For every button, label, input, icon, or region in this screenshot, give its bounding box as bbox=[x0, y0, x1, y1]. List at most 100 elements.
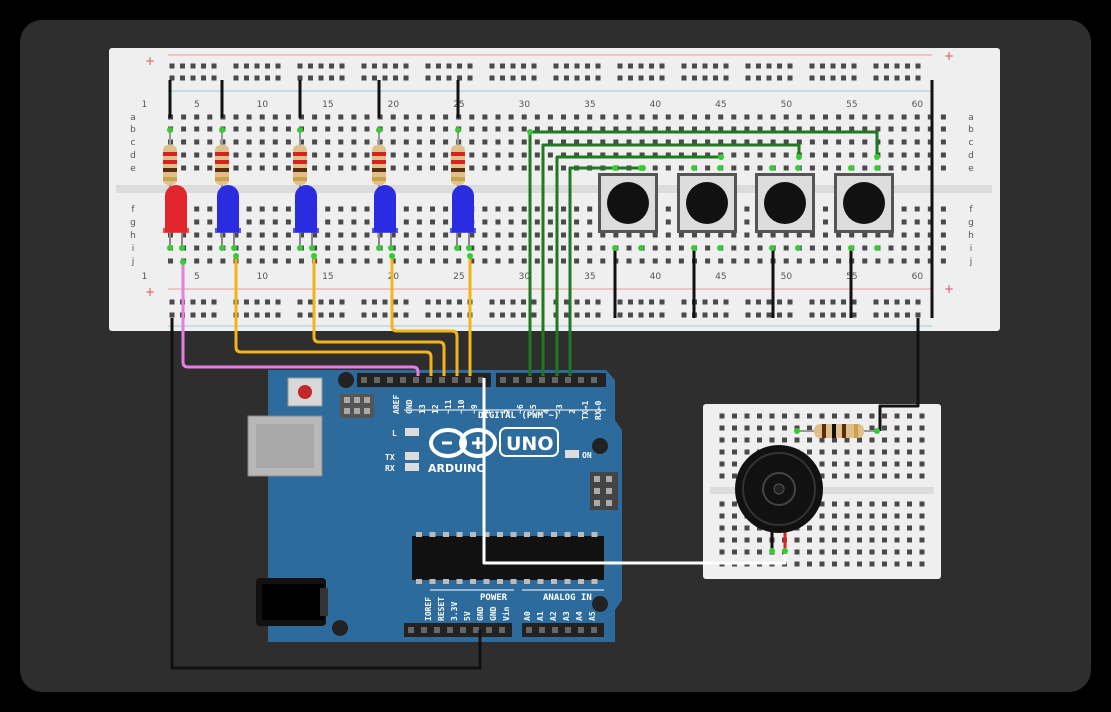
wire-black-buzzer-gnd[interactable] bbox=[878, 318, 920, 431]
rail-hole[interactable] bbox=[244, 312, 249, 318]
breadboard-hole[interactable] bbox=[744, 549, 750, 555]
breadboard-hole[interactable] bbox=[547, 114, 553, 120]
rail-hole[interactable] bbox=[372, 63, 377, 69]
rail-hole[interactable] bbox=[169, 63, 175, 69]
breadboard-hole[interactable] bbox=[844, 537, 850, 543]
rail-hole[interactable] bbox=[884, 75, 889, 81]
header-pin[interactable] bbox=[478, 377, 484, 383]
rail-hole[interactable] bbox=[745, 299, 751, 305]
breadboard-hole[interactable] bbox=[940, 152, 946, 158]
breadboard-hole[interactable] bbox=[732, 525, 737, 531]
breadboard-hole[interactable] bbox=[639, 114, 645, 120]
rail-hole[interactable] bbox=[809, 63, 815, 69]
breadboard-hole[interactable] bbox=[719, 461, 725, 467]
breadboard-hole[interactable] bbox=[823, 232, 828, 238]
breadboard-hole[interactable] bbox=[732, 501, 737, 507]
breadboard-hole[interactable] bbox=[430, 165, 435, 171]
breadboard-hole[interactable] bbox=[919, 437, 925, 443]
breadboard-hole[interactable] bbox=[443, 152, 449, 158]
rail-hole[interactable] bbox=[297, 312, 303, 318]
breadboard-hole[interactable] bbox=[665, 114, 671, 120]
breadboard-hole[interactable] bbox=[744, 206, 750, 212]
rail-hole[interactable] bbox=[211, 63, 217, 69]
header-pin[interactable] bbox=[513, 377, 519, 383]
rail-hole[interactable] bbox=[915, 63, 921, 69]
breadboard-hole[interactable] bbox=[259, 126, 265, 132]
breadboard-hole[interactable] bbox=[613, 232, 619, 238]
breadboard-hole[interactable] bbox=[914, 232, 920, 238]
breadboard-hole[interactable] bbox=[919, 413, 925, 419]
breadboard-hole[interactable] bbox=[443, 258, 449, 264]
breadboard-hole[interactable] bbox=[377, 139, 383, 145]
breadboard-hole[interactable] bbox=[832, 525, 837, 531]
breadboard-hole[interactable] bbox=[869, 449, 875, 455]
resistor[interactable] bbox=[293, 127, 307, 196]
rail-hole[interactable] bbox=[339, 299, 345, 305]
header-pin[interactable] bbox=[526, 627, 532, 633]
breadboard-hole[interactable] bbox=[600, 126, 606, 132]
breadboard-hole[interactable] bbox=[364, 114, 370, 120]
breadboard-hole[interactable] bbox=[718, 232, 724, 238]
breadboard-hole[interactable] bbox=[794, 437, 800, 443]
breadboard-hole[interactable] bbox=[364, 152, 370, 158]
rail-hole[interactable] bbox=[564, 312, 569, 318]
breadboard-hole[interactable] bbox=[705, 245, 711, 251]
breadboard-hole[interactable] bbox=[836, 139, 842, 145]
breadboard-hole[interactable] bbox=[652, 114, 658, 120]
breadboard-hole[interactable] bbox=[731, 232, 737, 238]
breadboard-hole[interactable] bbox=[259, 245, 265, 251]
breadboard-hole[interactable] bbox=[819, 549, 825, 555]
rail-hole[interactable] bbox=[830, 75, 836, 81]
breadboard-hole[interactable] bbox=[272, 219, 278, 225]
breadboard-hole[interactable] bbox=[443, 114, 449, 120]
breadboard-hole[interactable] bbox=[285, 114, 291, 120]
rail-hole[interactable] bbox=[500, 75, 505, 81]
breadboard-hole[interactable] bbox=[574, 126, 580, 132]
breadboard-hole[interactable] bbox=[587, 126, 593, 132]
breadboard-hole[interactable] bbox=[849, 114, 855, 120]
breadboard-hole[interactable] bbox=[652, 139, 658, 145]
rail-hole[interactable] bbox=[595, 312, 601, 318]
breadboard-hole[interactable] bbox=[469, 165, 475, 171]
rail-hole[interactable] bbox=[531, 75, 537, 81]
breadboard-hole[interactable] bbox=[770, 114, 776, 120]
breadboard-hole[interactable] bbox=[574, 206, 580, 212]
rail-hole[interactable] bbox=[905, 312, 910, 318]
breadboard-hole[interactable] bbox=[857, 513, 862, 519]
breadboard-hole[interactable] bbox=[901, 139, 907, 145]
header-pin[interactable] bbox=[421, 627, 427, 633]
breadboard-hole[interactable] bbox=[901, 126, 907, 132]
rail-hole[interactable] bbox=[681, 312, 687, 318]
breadboard-hole[interactable] bbox=[351, 232, 357, 238]
breadboard-hole[interactable] bbox=[416, 206, 422, 212]
breadboard-hole[interactable] bbox=[285, 165, 291, 171]
breadboard-hole[interactable] bbox=[888, 139, 894, 145]
breadboard-hole[interactable] bbox=[940, 126, 946, 132]
breadboard-hole[interactable] bbox=[430, 126, 435, 132]
breadboard-hole[interactable] bbox=[665, 219, 671, 225]
breadboard-hole[interactable] bbox=[744, 258, 750, 264]
breadboard-hole[interactable] bbox=[901, 114, 907, 120]
rail-hole[interactable] bbox=[275, 75, 281, 81]
breadboard-hole[interactable] bbox=[844, 501, 850, 507]
breadboard-hole[interactable] bbox=[259, 232, 265, 238]
rail-hole[interactable] bbox=[628, 75, 633, 81]
breadboard-hole[interactable] bbox=[561, 219, 566, 225]
breadboard-hole[interactable] bbox=[882, 549, 887, 555]
rail-hole[interactable] bbox=[851, 299, 857, 305]
breadboard-hole[interactable] bbox=[534, 165, 540, 171]
rail-hole[interactable] bbox=[574, 63, 580, 69]
breadboard-hole[interactable] bbox=[770, 126, 776, 132]
breadboard-hole[interactable] bbox=[732, 473, 737, 479]
breadboard-hole[interactable] bbox=[731, 258, 737, 264]
rail-hole[interactable] bbox=[884, 312, 889, 318]
rail-hole[interactable] bbox=[436, 63, 441, 69]
breadboard-hole[interactable] bbox=[430, 114, 435, 120]
breadboard-hole[interactable] bbox=[325, 258, 331, 264]
rail-hole[interactable] bbox=[851, 75, 857, 81]
breadboard-hole[interactable] bbox=[390, 152, 396, 158]
breadboard-hole[interactable] bbox=[914, 126, 920, 132]
rail-hole[interactable] bbox=[180, 75, 185, 81]
breadboard-hole[interactable] bbox=[882, 437, 887, 443]
breadboard-hole[interactable] bbox=[919, 473, 925, 479]
